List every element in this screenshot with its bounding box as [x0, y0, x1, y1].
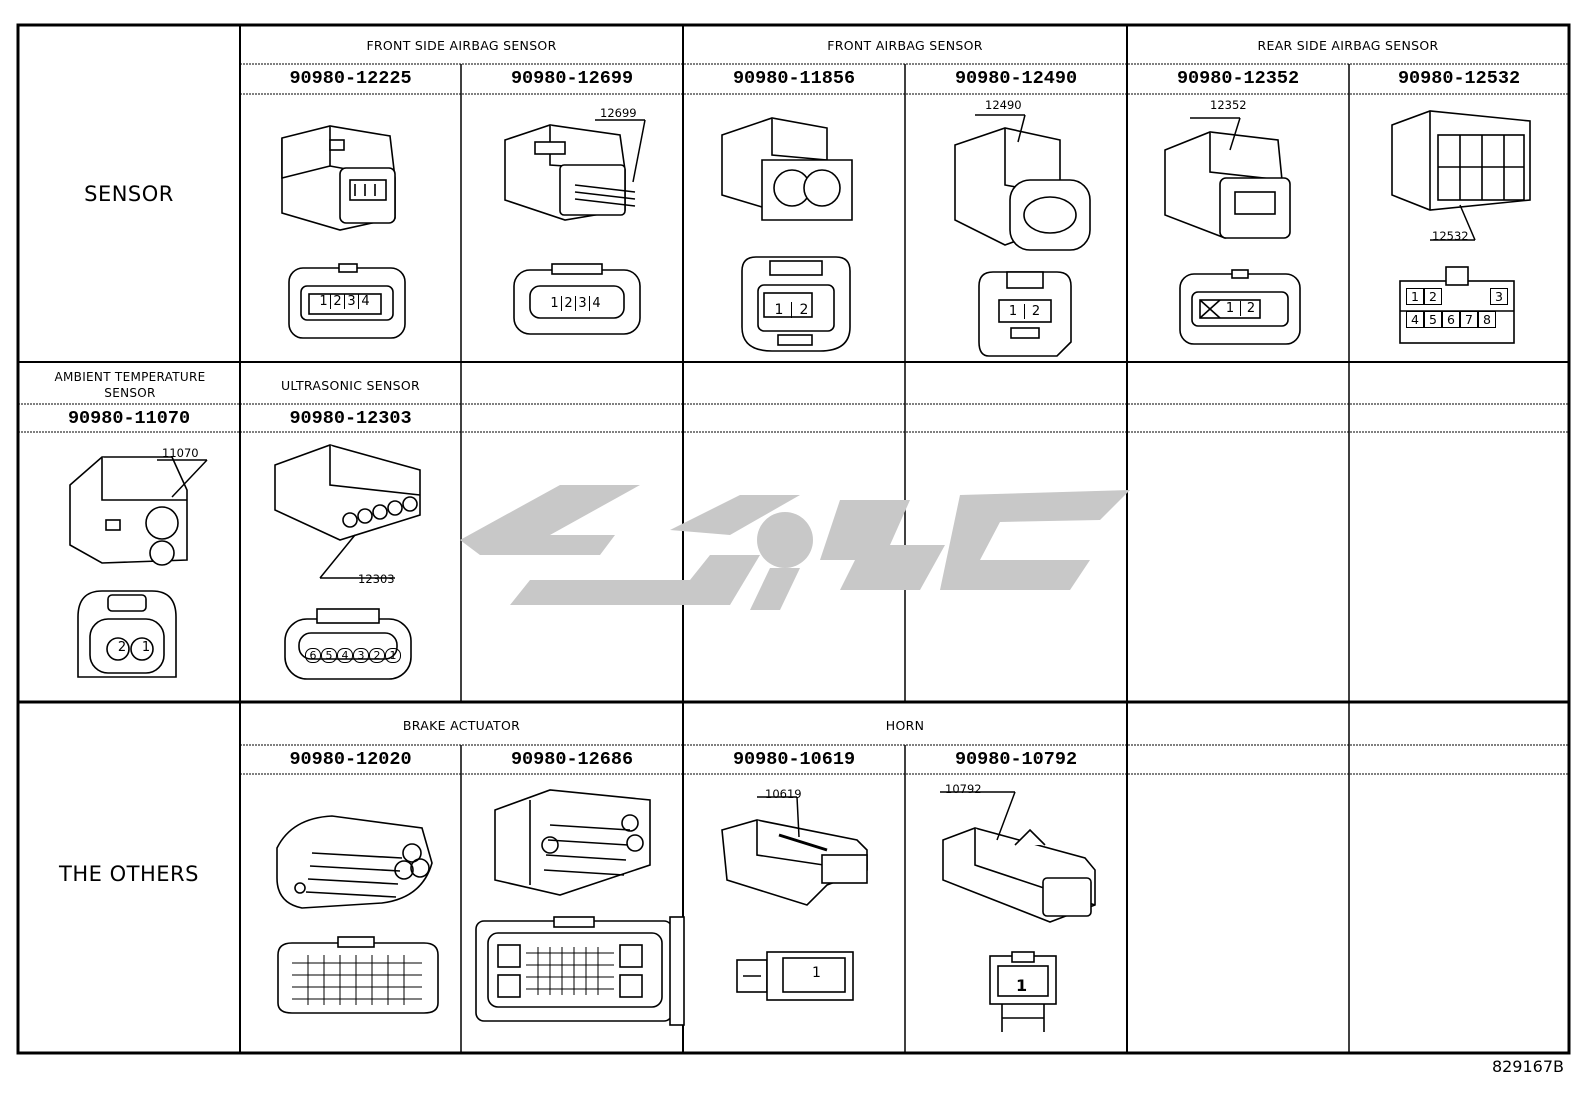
pin-number: 1: [141, 640, 151, 655]
pin-number: 1: [1220, 301, 1241, 316]
pin-number: 4: [337, 648, 353, 663]
pin-number: 4: [1406, 311, 1424, 328]
pin-number: 1: [1406, 288, 1424, 305]
pin-row-12352: 1 2: [1220, 301, 1261, 316]
pin-number: 2: [1246, 301, 1256, 316]
group-ambient-temperature: AMBIENT TEMPERATURE SENSOR: [54, 370, 206, 400]
pin-number: 4: [592, 296, 601, 311]
group-rear-side-airbag: REAR SIDE AIRBAG SENSOR: [1257, 38, 1439, 53]
part-number-11856: 90980-11856: [732, 68, 856, 89]
callout-11070: 11070: [162, 446, 199, 460]
pin-number: 1: [317, 294, 331, 309]
pin-number: 8: [1478, 311, 1496, 328]
connector-face-11856: [741, 256, 851, 352]
part-number-10792: 90980-10792: [954, 749, 1078, 770]
pin-number: 7: [1460, 311, 1478, 328]
connector-face-12225: [288, 263, 406, 339]
connector-face-10792: [989, 951, 1057, 1032]
brand-logo-watermark: [460, 485, 1130, 610]
pin-number: 3: [1490, 288, 1508, 305]
callout-12699: 12699: [600, 106, 637, 120]
connector-drawing-10792: [940, 791, 1096, 923]
pin-number-10792: 1: [1016, 976, 1028, 995]
group-front-airbag: FRONT AIRBAG SENSOR: [827, 38, 983, 53]
pin-row-11856: 1 2: [767, 302, 816, 318]
connector-drawing-12225: [281, 125, 396, 231]
connector-drawing-10619: [721, 796, 868, 906]
connector-drawing-11070: [69, 456, 208, 566]
pin-number: 1: [385, 648, 401, 663]
row-label-others: THE OTHERS: [59, 862, 199, 886]
pin-number: 2: [1424, 288, 1442, 305]
part-number-12532: 90980-12532: [1397, 68, 1521, 89]
pin-number-10619: 1: [812, 965, 821, 981]
pin-row-12303: 6 5 4 3 2 1: [305, 648, 401, 663]
group-horn: HORN: [885, 718, 925, 733]
pin-number: 3: [576, 296, 590, 311]
callout-12490: 12490: [985, 98, 1022, 112]
pin-number: 1: [548, 296, 562, 311]
pin-number: 3: [353, 648, 369, 663]
pin-number: 6: [305, 648, 321, 663]
pin-number: 2: [331, 294, 345, 309]
row-label-sensor: SENSOR: [84, 182, 174, 206]
pin-row-11070: 2 1: [110, 640, 158, 655]
part-number-12699: 90980-12699: [510, 68, 634, 89]
group-brake-actuator: BRAKE ACTUATOR: [402, 718, 521, 733]
callout-10619: 10619: [765, 787, 802, 801]
connector-face-12020: [277, 936, 439, 1014]
connector-drawing-12686: [494, 789, 651, 896]
pin-number: 4: [361, 294, 370, 309]
pin-number: 6: [1442, 311, 1460, 328]
pin-row-12490: 1 2: [1002, 304, 1047, 319]
group-front-side-airbag: FRONT SIDE AIRBAG SENSOR: [366, 38, 557, 53]
callout-12303: 12303: [358, 572, 395, 586]
connector-face-12686: [475, 916, 685, 1026]
pin-number: 1: [767, 302, 792, 318]
pin-row-12699: 1 2 3 4: [548, 296, 603, 311]
connector-face-12490: [978, 271, 1072, 357]
part-number-10619: 90980-10619: [732, 749, 856, 770]
pin-row-12225: 1 2 3 4: [317, 294, 372, 309]
pin-grid-12532: 1 2 3 4 5 6 7 8: [1406, 288, 1508, 328]
connector-drawing-12532: [1391, 110, 1531, 241]
pin-number: 2: [1031, 304, 1041, 319]
callout-12352: 12352: [1210, 98, 1247, 112]
connector-drawing-11856: [721, 117, 853, 221]
pin-number: 5: [321, 648, 337, 663]
part-number-12352: 90980-12352: [1176, 68, 1300, 89]
part-number-12490: 90980-12490: [954, 68, 1078, 89]
pin-number: 3: [345, 294, 359, 309]
group-ultrasonic: ULTRASONIC SENSOR: [280, 378, 420, 393]
figure-reference: 829167B: [1491, 1057, 1564, 1076]
callout-12532: 12532: [1432, 229, 1469, 243]
connector-drawing-12490: [954, 114, 1091, 251]
connector-drawing-12699: [504, 119, 646, 221]
pin-number: 2: [799, 302, 809, 318]
connector-face-11070: [77, 590, 177, 678]
connector-drawing-12352: [1164, 117, 1291, 239]
part-number-12686: 90980-12686: [510, 749, 634, 770]
part-number-12020: 90980-12020: [289, 749, 412, 770]
connector-face-12699: [513, 263, 641, 335]
pin-number: 2: [369, 648, 385, 663]
part-number-11070: 90980-11070: [67, 408, 191, 429]
connector-face-12303: [284, 608, 412, 680]
part-number-12303: 90980-12303: [289, 408, 412, 429]
pin-number: 2: [562, 296, 576, 311]
connector-drawing-12020: [276, 815, 433, 909]
pin-number: 5: [1424, 311, 1442, 328]
connector-face-10619: [736, 951, 854, 1001]
part-number-12225: 90980-12225: [289, 68, 412, 89]
pin-number: 1: [1002, 304, 1025, 319]
connector-drawing-12303: [274, 444, 421, 579]
pin-number: 2: [117, 640, 127, 655]
callout-10792: 10792: [945, 782, 982, 796]
